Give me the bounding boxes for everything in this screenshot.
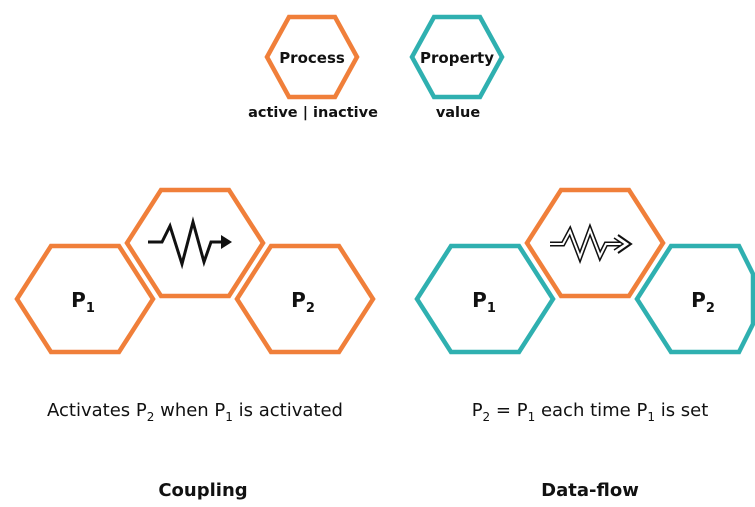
coupling-p1-hexagon [14, 243, 156, 355]
dataflow-p1-label: P1 [472, 288, 496, 316]
coupling-p2-label: P2 [291, 288, 315, 316]
coupling-p2-hexagon [234, 243, 376, 355]
double-zigzag-arrow-icon [550, 222, 633, 265]
legend-process-hexagon [264, 14, 360, 100]
dataflow-p2-label: P2 [691, 288, 715, 316]
zigzag-arrow-icon [148, 216, 232, 270]
legend: Process active | inactive Property value [248, 14, 505, 121]
legend-process-label: Process [279, 49, 345, 67]
dataflow-process-hexagon [524, 187, 666, 299]
legend-property-caption: value [436, 105, 481, 121]
coupling-process-hexagon [124, 187, 266, 299]
dataflow-description: P2 = P1 each time P1 is set [472, 400, 709, 424]
coupling-group: P1 P2 Activates P2 when P1 is activated … [14, 187, 376, 501]
dataflow-title: Data-flow [541, 480, 639, 501]
coupling-p1-label: P1 [71, 288, 95, 316]
legend-property-hexagon [409, 14, 505, 100]
coupling-description: Activates P2 when P1 is activated [47, 400, 343, 424]
dataflow-group: P1 P2 P2 = P1 each time P1 is set Data-f… [414, 187, 755, 501]
dataflow-p1-hexagon [414, 243, 556, 355]
legend-process-caption: active | inactive [248, 105, 378, 121]
legend-property-label: Property [420, 49, 494, 67]
dataflow-p2-hexagon [634, 243, 755, 355]
coupling-title: Coupling [158, 480, 247, 501]
